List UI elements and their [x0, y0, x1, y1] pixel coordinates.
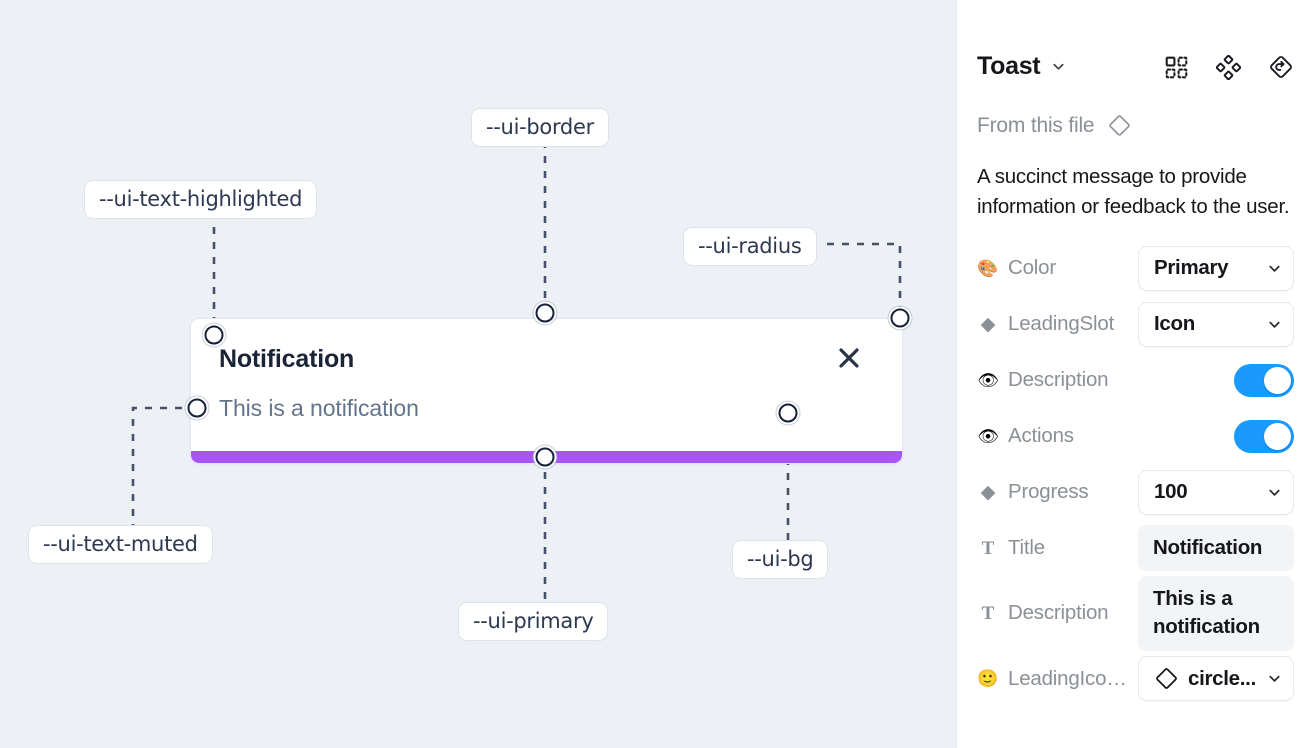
- chevron-down-icon[interactable]: [1051, 59, 1066, 74]
- property-name: Progress: [1008, 480, 1089, 503]
- chevron-down-icon: [1267, 261, 1282, 276]
- eye-emoji-icon: 👁: [977, 370, 999, 390]
- property-list: 🎨 Color Primary: [957, 240, 1312, 707]
- panel-header-actions: [1164, 54, 1294, 80]
- leadingicon-select[interactable]: circle...: [1138, 656, 1294, 702]
- diamond-icon: ◆: [980, 313, 996, 335]
- properties-panel: Toast: [956, 0, 1312, 748]
- property-row-description-text: T Description This is a notification: [957, 576, 1312, 651]
- annotation-label-ui-radius[interactable]: --ui-radius: [683, 227, 817, 267]
- annotation-label-ui-border[interactable]: --ui-border: [471, 108, 609, 148]
- chevron-down-icon: [1267, 485, 1282, 500]
- diamond-icon: [1107, 113, 1132, 138]
- property-label-group: T Description: [977, 601, 1130, 625]
- property-control: Icon: [1138, 301, 1294, 347]
- toast-title: Notification: [219, 345, 355, 373]
- property-name: Description: [1008, 368, 1109, 391]
- property-row-progress: ◆ Progress 100: [957, 464, 1312, 520]
- chevron-down-icon: [1267, 671, 1282, 686]
- property-name: LeadingSlot: [1008, 312, 1115, 335]
- leadingslot-select-value: Icon: [1154, 312, 1195, 335]
- property-row-leadingicon: 🙂 LeadingIcon... circle...: [957, 651, 1312, 707]
- variants-diamond-icon[interactable]: [1216, 54, 1241, 80]
- annotation-label-ui-bg[interactable]: --ui-bg: [732, 540, 829, 580]
- description-field-value: This is a notification: [1153, 587, 1260, 639]
- property-label-group: 👁 Actions: [977, 424, 1226, 448]
- eye-emoji-icon: 👁: [977, 426, 999, 446]
- property-label-group: 🙂 LeadingIcon...: [977, 667, 1130, 691]
- component-title-group[interactable]: Toast: [977, 52, 1066, 81]
- diamond-icon: [1154, 666, 1179, 691]
- property-row-description-visible: 👁 Description: [957, 352, 1312, 408]
- annotation-label-ui-primary[interactable]: --ui-primary: [458, 602, 609, 642]
- property-control: Notification: [1138, 524, 1294, 572]
- property-name: LeadingIcon...: [1008, 666, 1130, 690]
- property-label-group: T Title: [977, 536, 1130, 560]
- description-toggle[interactable]: [1234, 363, 1294, 397]
- property-row-actions-visible: 👁 Actions: [957, 408, 1312, 464]
- leadingslot-select[interactable]: Icon: [1138, 301, 1294, 347]
- toast-description: This is a notification: [219, 395, 419, 421]
- text-type-icon: T: [981, 537, 995, 559]
- anchor-dot-ui-text-highlighted[interactable]: [204, 325, 224, 345]
- toggle-knob: [1264, 422, 1291, 450]
- property-control: [1234, 363, 1294, 397]
- description-field[interactable]: This is a notification: [1138, 576, 1294, 651]
- reset-instance-icon[interactable]: [1268, 54, 1294, 80]
- property-name: Color: [1008, 256, 1056, 279]
- anchor-dot-ui-border[interactable]: [535, 303, 555, 323]
- progress-select-value: 100: [1154, 480, 1188, 503]
- property-control: Primary: [1138, 245, 1294, 291]
- chevron-down-icon: [1267, 317, 1282, 332]
- annotation-label-ui-text-highlighted[interactable]: --ui-text-highlighted: [84, 180, 318, 220]
- property-row-color: 🎨 Color Primary: [957, 240, 1312, 296]
- palette-emoji-icon: 🎨: [977, 258, 999, 278]
- property-label-group: 👁 Description: [977, 368, 1226, 392]
- property-label-group: ◆ LeadingSlot: [977, 312, 1130, 336]
- anchor-dot-ui-primary[interactable]: [535, 447, 555, 467]
- actions-toggle[interactable]: [1234, 419, 1294, 453]
- wire-ui-radius: [827, 242, 902, 318]
- property-label-group: ◆ Progress: [977, 480, 1130, 504]
- property-control: circle...: [1138, 656, 1294, 702]
- title-field-value: Notification: [1153, 535, 1263, 559]
- diamond-icon: ◆: [980, 481, 996, 503]
- property-row-title: T Title Notification: [957, 520, 1312, 576]
- property-control: This is a notification: [1138, 576, 1294, 651]
- property-control: [1234, 419, 1294, 453]
- property-label-group: 🎨 Color: [977, 256, 1130, 280]
- property-name: Actions: [1008, 424, 1074, 447]
- component-grid-icon[interactable]: [1164, 55, 1189, 80]
- property-control: 100: [1138, 469, 1294, 515]
- from-this-file-row[interactable]: From this file: [977, 113, 1132, 138]
- anchor-dot-ui-text-muted[interactable]: [187, 398, 207, 418]
- from-this-file-label: From this file: [977, 113, 1095, 137]
- leadingicon-select-value: circle...: [1188, 666, 1256, 690]
- toggle-knob: [1264, 366, 1291, 394]
- progress-select[interactable]: 100: [1138, 469, 1294, 515]
- anchor-dot-ui-bg[interactable]: [778, 403, 798, 423]
- smiley-emoji-icon: 🙂: [977, 669, 999, 689]
- close-icon[interactable]: [836, 345, 862, 371]
- wire-ui-text-muted: [131, 406, 197, 525]
- property-row-leadingslot: ◆ LeadingSlot Icon: [957, 296, 1312, 352]
- color-select[interactable]: Primary: [1138, 245, 1294, 291]
- annotation-label-ui-text-muted[interactable]: --ui-text-muted: [28, 525, 213, 565]
- color-select-value: Primary: [1154, 256, 1229, 279]
- page-title: Toast: [977, 52, 1041, 80]
- toast-preview-card[interactable]: Notification This is a notification: [190, 318, 903, 464]
- title-field[interactable]: Notification: [1138, 524, 1294, 572]
- property-name: Title: [1008, 536, 1045, 559]
- property-name: Description: [1008, 601, 1109, 625]
- design-canvas[interactable]: Notification This is a notification --ui…: [0, 0, 956, 748]
- text-type-icon: T: [981, 602, 995, 624]
- anchor-dot-ui-radius[interactable]: [890, 308, 910, 328]
- panel-header: Toast: [957, 0, 1312, 104]
- component-description: A succinct message to provide informatio…: [977, 165, 1290, 219]
